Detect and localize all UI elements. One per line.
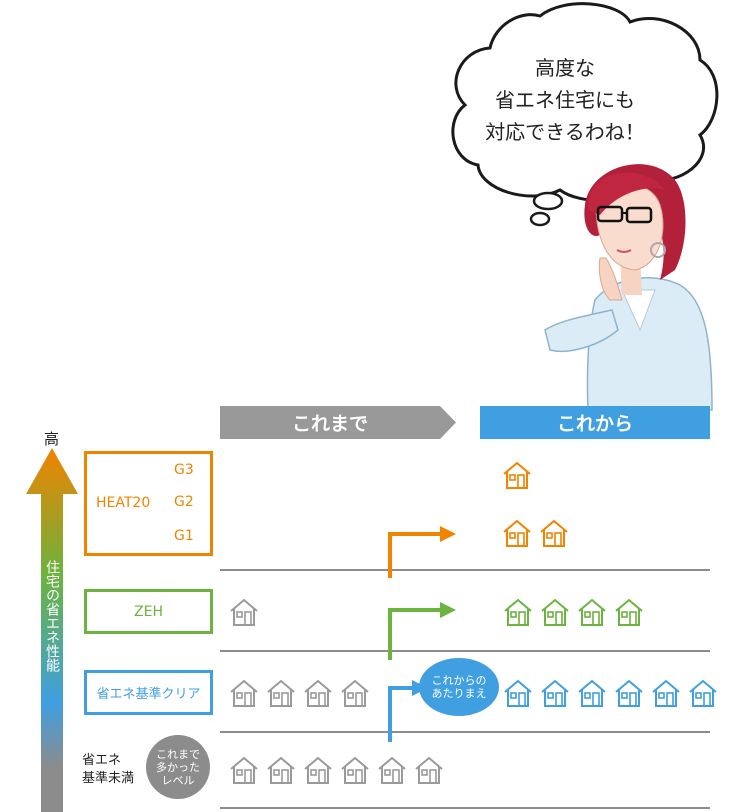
after-standard-houses — [502, 678, 719, 708]
after-badge-line-1: これからの — [431, 674, 487, 687]
house-icon — [540, 519, 568, 547]
bubble-line-1: 高度な — [535, 56, 595, 80]
before-badge-line-1: これまで — [156, 747, 200, 761]
below-line-2: 基準未満 — [82, 771, 135, 786]
grade-g1-label: G1 — [174, 528, 194, 544]
divider-3 — [220, 731, 710, 733]
house-icon — [341, 756, 369, 784]
before-header: これまで — [291, 413, 368, 435]
after-header: これから — [480, 406, 710, 439]
house-icon — [541, 598, 569, 626]
before-standard-houses — [228, 678, 371, 708]
house-icon — [504, 679, 532, 707]
before-badge-line-3: レベル — [161, 773, 195, 787]
house-icon — [230, 598, 258, 626]
standard-box: 省エネ基準クリア — [84, 670, 213, 715]
grade-g3-label: G3 — [174, 462, 194, 478]
heat20-label: HEAT20 — [96, 495, 151, 511]
after-g3-houses — [501, 460, 533, 490]
house-icon — [503, 519, 531, 547]
before-below-houses — [228, 755, 445, 785]
after-zeh-houses — [502, 597, 645, 627]
axis-top-label: 高 — [44, 430, 60, 448]
after-badge: これからの あたりまえ — [419, 658, 499, 716]
after-g1-houses — [501, 518, 570, 548]
house-icon — [378, 756, 406, 784]
house-icon — [415, 756, 443, 784]
heat20-box — [84, 451, 213, 556]
grade-g2-label: G2 — [174, 494, 194, 510]
house-icon — [267, 756, 295, 784]
house-icon — [230, 679, 258, 707]
house-icon — [615, 679, 643, 707]
divider-1 — [220, 569, 710, 571]
house-icon — [504, 598, 532, 626]
bubble-line-3: 対応できるわね！ — [485, 120, 645, 144]
zeh-box: ZEH — [84, 589, 213, 634]
before-badge: これまで 多かった レベル — [146, 735, 210, 799]
house-icon — [615, 598, 643, 626]
house-icon — [304, 679, 332, 707]
divider-4 — [220, 807, 710, 809]
house-icon — [541, 679, 569, 707]
house-icon — [689, 679, 717, 707]
bubble-line-2: 省エネ住宅にも — [495, 88, 635, 112]
woman-illustration — [544, 164, 713, 411]
house-icon — [503, 461, 531, 489]
axis-label-text: 住宅の省エネ性能 — [44, 560, 60, 672]
before-zeh-houses — [228, 597, 260, 627]
before-header-arrow — [220, 406, 456, 439]
before-badge-line-2: 多かった — [156, 760, 200, 774]
house-icon — [304, 756, 332, 784]
after-badge-line-2: あたりまえ — [431, 687, 487, 700]
zeh-label: ZEH — [134, 603, 163, 620]
axis-label: 住宅の省エネ性能 — [40, 560, 64, 677]
house-icon — [578, 598, 606, 626]
below-standard-label: 省エネ 基準未満 — [82, 752, 134, 788]
house-icon — [230, 756, 258, 784]
house-icon — [267, 679, 295, 707]
divider-2 — [220, 650, 710, 652]
step-arrows — [388, 526, 456, 742]
below-line-1: 省エネ — [82, 753, 122, 768]
bubble-text: 高度な 省エネ住宅にも 対応できるわね！ — [470, 52, 660, 148]
performance-axis-arrow — [26, 448, 78, 812]
house-icon — [341, 679, 369, 707]
house-icon — [652, 679, 680, 707]
house-icon — [578, 679, 606, 707]
standard-label: 省エネ基準クリア — [96, 687, 201, 702]
